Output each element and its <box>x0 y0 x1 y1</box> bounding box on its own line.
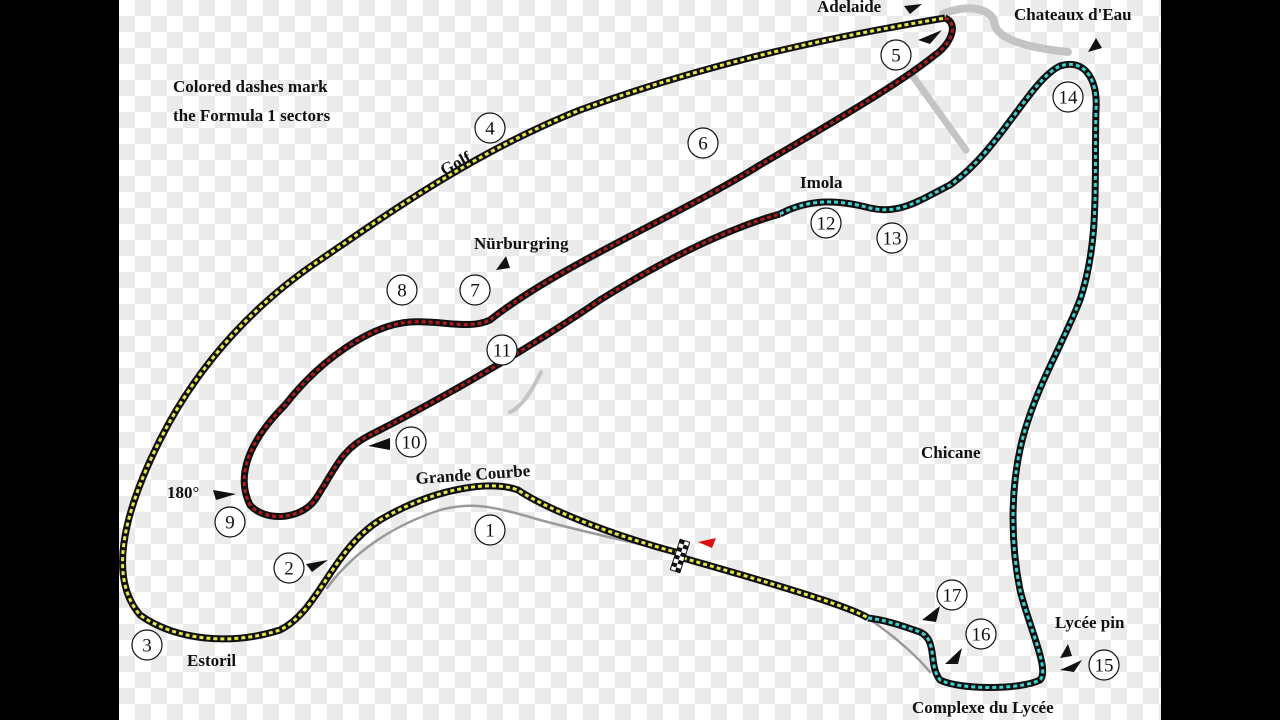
chateaux-link <box>939 4 1072 56</box>
arrow-turn2-icon <box>306 560 328 572</box>
turn-7-number: 7 <box>470 281 480 302</box>
turn-6-circle <box>687 127 719 159</box>
start-finish-line <box>669 538 691 574</box>
turn-7-circle <box>459 274 491 306</box>
turn-14-circle <box>1052 81 1084 113</box>
arrow-chateaux-icon <box>1088 38 1102 52</box>
turn-6-number: 6 <box>698 134 708 155</box>
corner-label-imola: Imola <box>800 173 843 192</box>
turn-15-circle <box>1088 649 1120 681</box>
turn-16-circle <box>965 618 997 650</box>
turn-13-circle <box>876 222 908 254</box>
corner-label-nurburgring: Nürburgring <box>474 234 569 253</box>
turn-11-circle <box>486 334 518 366</box>
sector3-dashes <box>779 62 1098 689</box>
corner-label-180: 180° <box>167 483 199 502</box>
sector2-dashes <box>242 16 954 518</box>
turn-1-circle <box>474 514 506 546</box>
corner-label-lycee-pin: Lycée pin <box>1055 613 1125 632</box>
arrow-180-icon <box>213 490 236 500</box>
turn-5-number: 5 <box>891 46 901 67</box>
corner-label-chateaux-deau: Chateaux d'Eau <box>1014 5 1132 24</box>
turn-17-number: 17 <box>943 586 962 607</box>
direction-flag-icon <box>698 538 716 548</box>
arrow-adelaide-icon <box>904 4 922 14</box>
turn-13-number: 13 <box>883 229 902 250</box>
arrow-turn16-icon <box>945 648 962 664</box>
turn-12-number: 12 <box>817 214 836 235</box>
arrow-nurburgring-icon <box>496 256 510 270</box>
turn-1-number: 1 <box>485 521 495 542</box>
turn-8-circle <box>386 274 418 306</box>
turn-3-circle <box>131 629 163 661</box>
arrow-turn10-icon <box>368 438 390 450</box>
corner-label-complexe-du-lycee: Complexe du Lycée <box>912 698 1054 717</box>
turn-5-circle <box>880 39 912 71</box>
turn-12-circle <box>810 207 842 239</box>
turn-3-number: 3 <box>142 636 152 657</box>
corner-label-estoril: Estoril <box>187 651 236 670</box>
sector2-track <box>240 14 956 520</box>
turn-4-circle <box>474 112 506 144</box>
sector-note-line1: Colored dashes mark <box>173 77 328 96</box>
turn-10-number: 10 <box>402 433 421 454</box>
lycee-link <box>866 616 932 674</box>
short-link <box>908 71 970 154</box>
turn-16-number: 16 <box>972 625 991 646</box>
pit-lane <box>325 504 675 590</box>
pointer-arrows <box>213 4 1102 672</box>
turn-10-circle <box>395 426 427 458</box>
corner-label-adelaide: Adelaide <box>817 0 882 16</box>
arrow-lycee-pin-icon <box>1060 644 1072 658</box>
turn-2-number: 2 <box>284 559 294 580</box>
arrow-turn17-icon <box>922 606 940 622</box>
sector1-dashes <box>121 16 946 641</box>
arrow-turn5-icon <box>918 30 942 44</box>
sector1-finish-dashes <box>682 556 869 620</box>
turn-8-number: 8 <box>397 281 407 302</box>
turn-2-circle <box>273 552 305 584</box>
turn-15-number: 15 <box>1095 656 1114 677</box>
alternate-circuit-links <box>325 4 1072 674</box>
turn-14-number: 14 <box>1059 88 1079 109</box>
arrow-turn15-icon <box>1060 660 1082 672</box>
turn-17-circle <box>936 579 968 611</box>
turn-9-circle <box>214 506 246 538</box>
corner-label-chicane: Chicane <box>921 443 981 462</box>
corner-label-grande-courbe: Grande Courbe <box>415 461 531 488</box>
turn-4-number: 4 <box>485 119 495 140</box>
pit-link <box>508 370 543 414</box>
turn-9-number: 9 <box>225 513 235 534</box>
sector-note-line2: the Formula 1 sectors <box>173 106 331 125</box>
turn-11-number: 11 <box>493 341 511 362</box>
